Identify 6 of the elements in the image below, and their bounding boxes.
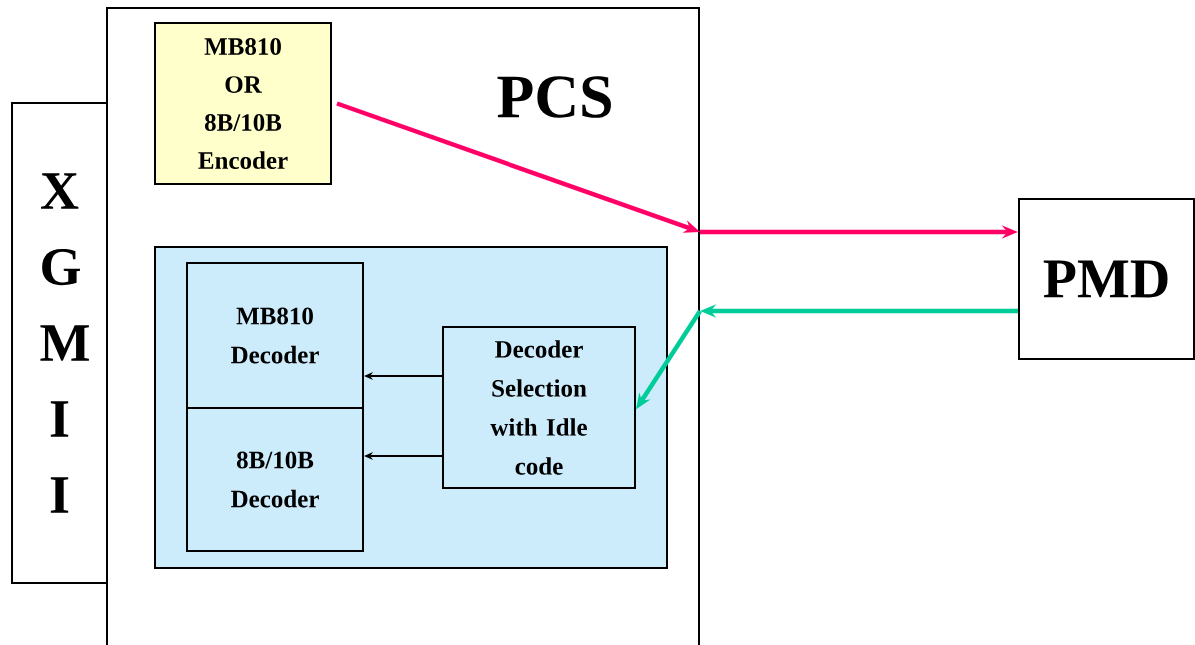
interface-box: X G M I I bbox=[11, 102, 108, 584]
pmd-box: PMD bbox=[1018, 198, 1195, 360]
decoder-box: MB810 Decoder bbox=[186, 262, 364, 409]
decoder-box: 8B/10B Decoder bbox=[186, 407, 364, 552]
selection-box: Decoder Selection with Idle code bbox=[442, 326, 636, 489]
encoder-box: MB810 OR 8B/10B Encoder bbox=[154, 22, 332, 185]
